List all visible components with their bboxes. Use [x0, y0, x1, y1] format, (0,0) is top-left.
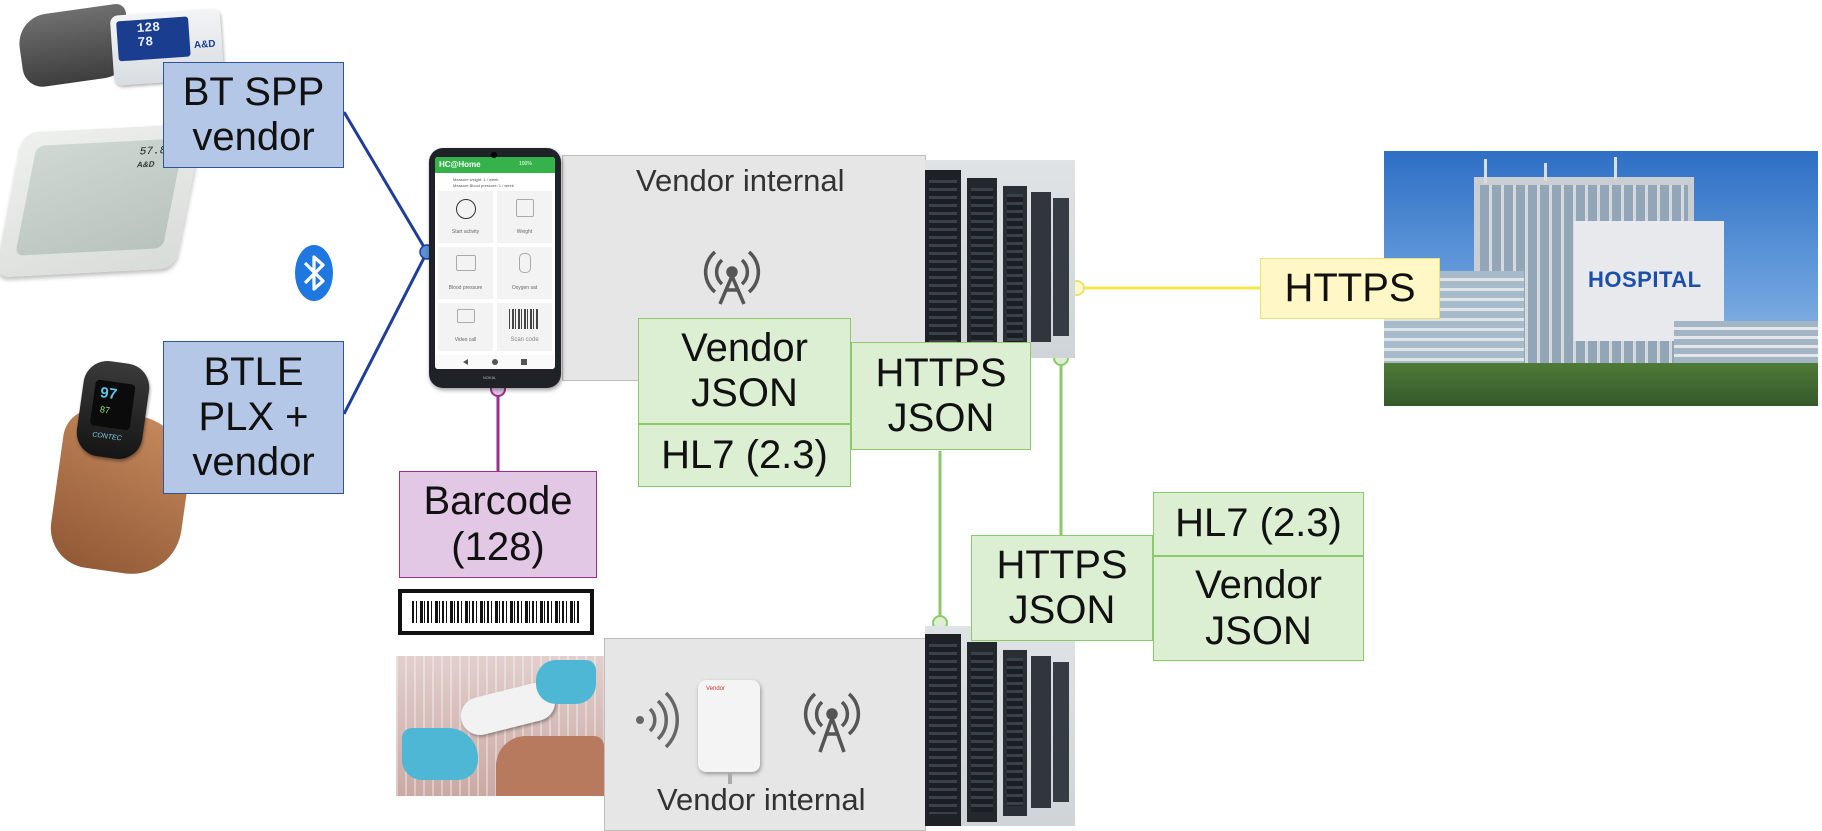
front-camera	[491, 152, 497, 158]
vendor-internal-bottom-label: Vendor internal	[657, 782, 866, 817]
server-rack-bottom	[925, 626, 1075, 826]
scale-icon	[516, 199, 534, 217]
hl7-bottom-label: HL7 (2.3)	[1153, 492, 1364, 556]
phone-brand: NOKIA	[483, 375, 496, 380]
hl7-top-label: HL7 (2.3)	[638, 424, 851, 487]
scale-brand: A&D	[136, 159, 156, 170]
https-json-top-label: HTTPS JSON	[851, 342, 1031, 450]
vendor-json-bottom-label: Vendor JSON	[1153, 556, 1364, 661]
tile-scan-code[interactable]: Scan code	[497, 303, 552, 351]
https-label: HTTPS	[1260, 258, 1440, 319]
tile-label: Weight	[516, 229, 533, 235]
android-nav-bar	[435, 355, 555, 369]
bt-spp-vendor-label: BT SPP vendor	[163, 62, 344, 168]
tile-label: Blood pressure	[448, 285, 483, 291]
tile-label: Oxygen sat	[511, 285, 538, 291]
hospital-photo: HOSPITAL	[1384, 151, 1818, 406]
back-icon[interactable]	[463, 359, 468, 365]
tile-weight[interactable]: Weight	[497, 191, 552, 243]
oximeter-pulse: 87	[99, 404, 111, 416]
app-title: HC@Home	[439, 160, 481, 169]
vendor-json-top-label: Vendor JSON	[638, 318, 851, 424]
tile-start-activity[interactable]: Start activity	[438, 191, 493, 243]
bp-brand: A&D	[193, 38, 216, 52]
message-1: Measure weight: 1 / week	[453, 177, 499, 182]
bp-icon	[456, 255, 476, 271]
bp-display: 128 78	[136, 19, 161, 51]
play-icon	[456, 199, 476, 219]
server-rack-top	[925, 160, 1075, 358]
bt-spp-link	[342, 111, 429, 253]
gateway-brand: Vendor	[706, 686, 726, 692]
tile-label: Start activity	[451, 229, 480, 235]
phone-screen: HC@Home 100% Measure weight: 1 / week Me…	[435, 157, 555, 369]
patch-photo	[396, 656, 604, 796]
app-header: HC@Home 100%	[435, 157, 555, 173]
smartphone: HC@Home 100% Measure weight: 1 / week Me…	[429, 148, 561, 388]
barcode-graphic	[398, 589, 594, 635]
btle-link	[342, 251, 429, 415]
tile-label: Video call	[454, 337, 477, 343]
gateway-cable	[728, 772, 732, 784]
https-json-bottom-label: HTTPS JSON	[971, 535, 1153, 641]
oximeter-spo2: 97	[99, 384, 119, 404]
battery-status: 100%	[519, 161, 532, 167]
vendor-internal-top-label: Vendor internal	[636, 163, 845, 198]
btle-plx-vendor-label: BTLE PLX + vendor	[163, 341, 344, 494]
tile-video-call[interactable]: Video call	[438, 303, 493, 351]
video-call-icon	[457, 309, 475, 323]
oximeter-brand: CONTEC	[91, 431, 123, 443]
hospital-sign: HOSPITAL	[1588, 267, 1702, 292]
home-icon[interactable]	[492, 359, 498, 365]
recents-icon[interactable]	[521, 359, 527, 365]
tile-label: Scan code	[510, 337, 539, 343]
gateway-device: Vendor	[698, 680, 760, 784]
tile-oxygen-sat[interactable]: Oxygen sat	[497, 247, 552, 299]
tile-blood-pressure[interactable]: Blood pressure	[438, 247, 493, 299]
oximeter-icon	[519, 253, 531, 273]
message-2: Measure Blood pressure: 1 / week	[453, 183, 514, 188]
barcode-label: Barcode (128)	[399, 471, 597, 578]
barcode-small-icon	[509, 309, 539, 329]
